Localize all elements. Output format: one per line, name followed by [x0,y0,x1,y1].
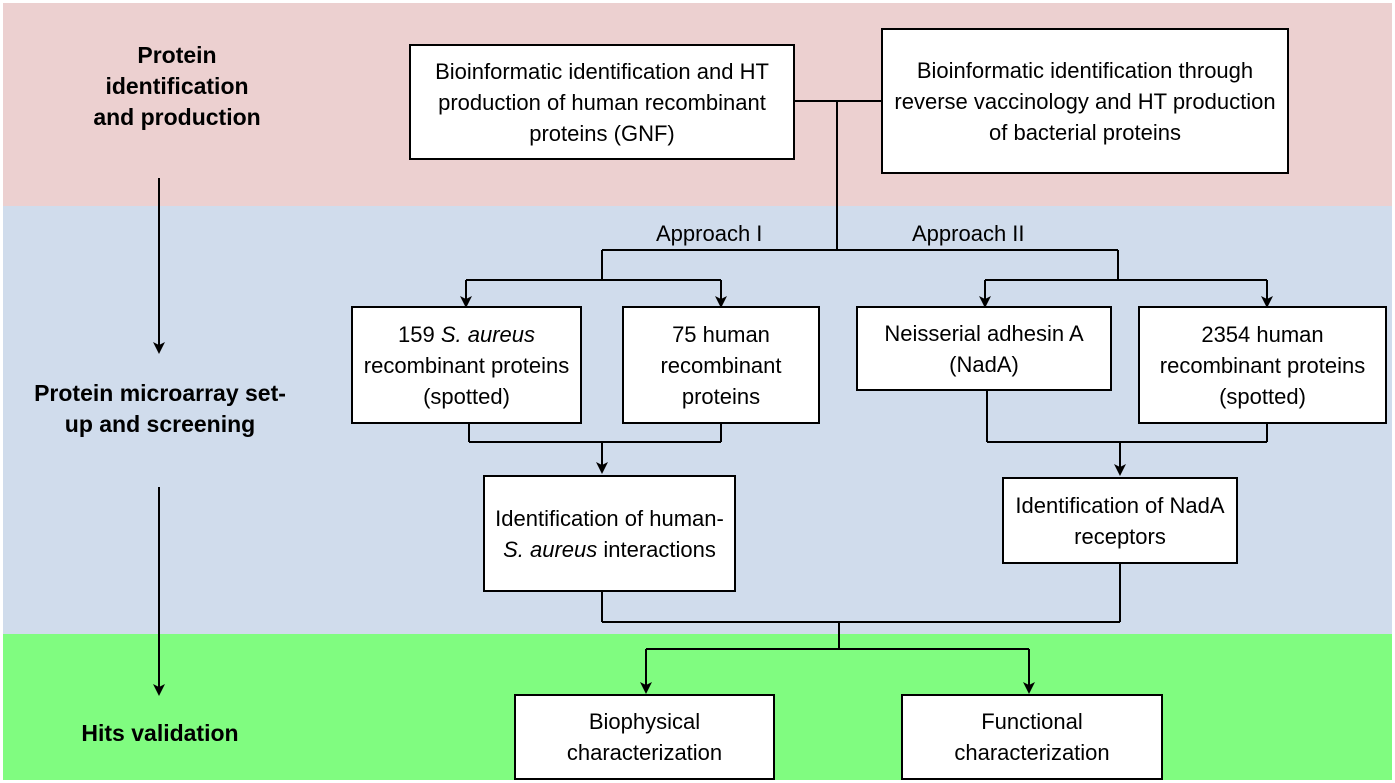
input-box-nada: Neisserial adhesin A (NadA) [856,306,1112,391]
result-box-interactions: Identification of human-S. aureus intera… [483,475,736,592]
result-receptors-text: Identification of NadA receptors [1015,492,1225,549]
result-box-receptors: Identification of NadA receptors [1002,477,1238,564]
validation-box-biophysical: Biophysical characterization [514,694,775,780]
input-box-human75: 75 human recombinant proteins [622,306,820,424]
stage-label-validation: Hits validation [81,720,239,746]
approach-two-label: Approach II [912,221,1025,246]
stage-label-identification: Protein identification and production [93,42,261,130]
input-human75-text: 75 human recombinant proteins [660,321,782,409]
input-box-human2354: 2354 human recombinant proteins (spotted… [1138,306,1387,424]
stage-label-microarray: Protein microarray set-up and screening [34,380,286,437]
input-nada-text: Neisserial adhesin A (NadA) [884,320,1084,377]
source-box-human: Bioinformatic identification and HT prod… [409,44,795,160]
input-box-saureus: 159 S. aureus recombinant proteins (spot… [351,306,582,424]
validation-box-functional: Functional characterization [901,694,1163,780]
validation-functional-text: Functional characterization [954,709,1110,765]
input-human2354-text: 2354 human recombinant proteins (spotted… [1159,321,1366,409]
result-interactions-text: Identification of human-S. aureus intera… [495,505,724,562]
input-saureus-text: 159 S. aureus recombinant proteins (spot… [363,321,570,409]
source-bacterial-text: Bioinformatic identification through rev… [894,57,1276,145]
approach-one-label: Approach I [656,221,763,246]
source-box-bacterial: Bioinformatic identification through rev… [881,28,1289,174]
validation-biophysical-text: Biophysical characterization [566,709,723,765]
source-human-text: Bioinformatic identification and HT prod… [435,58,769,146]
